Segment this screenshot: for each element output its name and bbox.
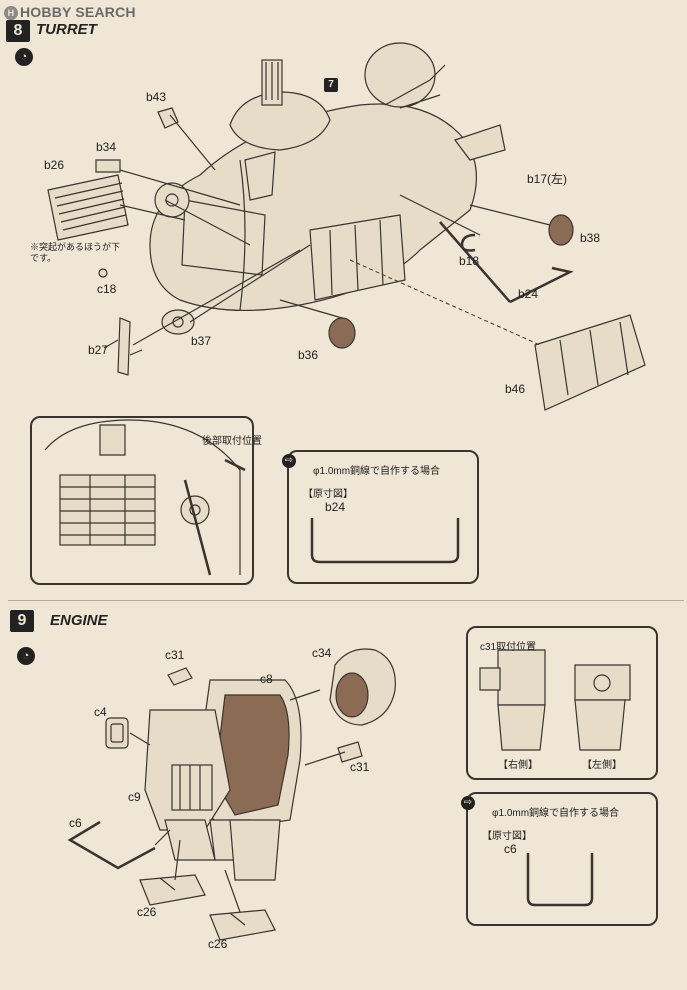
part-label-b36: b36 — [298, 348, 319, 362]
part-label-b18: b18 — [459, 254, 480, 268]
part-label-b26: b26 — [44, 158, 65, 172]
step-marker: 7 — [324, 78, 338, 92]
left-side-label: 【左側】 — [582, 760, 622, 771]
b24-actual-size-label: 【原寸図】 — [303, 489, 353, 500]
c6-actual-size-label: 【原寸図】 — [482, 831, 532, 842]
watermark-logo-icon: H — [4, 6, 18, 21]
wire-hint-icon: ⇨ — [282, 454, 296, 468]
c6-template-part: c6 — [504, 842, 517, 856]
c31-position-caption: c31取付位置 — [480, 642, 537, 653]
part-label-b17: b17(左) — [527, 172, 568, 186]
step-8-title: TURRET — [36, 21, 97, 38]
step-divider — [8, 600, 684, 601]
part-label-c26-b: c26 — [208, 937, 228, 951]
part-label-c6: c6 — [69, 816, 82, 830]
rear-mount-caption: 後部取付位置 — [202, 436, 262, 447]
part-label-c4: c4 — [94, 705, 107, 719]
part-label-c8: c8 — [260, 672, 273, 686]
c31-position-box: c31取付位置 【右側】 【左側】 — [466, 626, 658, 780]
b24-wire-caption: φ1.0mm銅線で自作する場合 — [313, 466, 441, 477]
step-8-hint-icon: ◔ — [15, 48, 33, 66]
part-label-b38: b38 — [580, 231, 601, 245]
c6-wire-template-box: ⇨ φ1.0mm銅線で自作する場合 【原寸図】 c6 — [461, 792, 658, 926]
wire-hint-icon-2: ⇨ — [461, 796, 475, 810]
part-label-b43: b43 — [146, 90, 167, 104]
part-label-c26-a: c26 — [137, 905, 157, 919]
part-label-c18: c18 — [97, 282, 117, 296]
part-label-b24: b24 — [518, 287, 539, 301]
step-8-number: 8 — [6, 20, 30, 42]
part-label-b37: b37 — [191, 334, 212, 348]
rear-mount-detail-box: 後部取付位置 — [30, 416, 262, 585]
part-label-c9: c9 — [128, 790, 141, 804]
right-side-label: 【右側】 — [498, 760, 538, 771]
part-label-b27: b27 — [88, 343, 109, 357]
b24-template-part: b24 — [325, 500, 346, 514]
c6-wire-caption: φ1.0mm銅線で自作する場合 — [492, 808, 620, 819]
b24-wire-template-box: ⇨ φ1.0mm銅線で自作する場合 【原寸図】 b24 — [282, 450, 479, 584]
part-label-c31-top: c31 — [165, 648, 185, 662]
grille-orientation-note: ※突起があるほうが下です。 — [30, 242, 121, 263]
step-9-number: 9 — [10, 610, 34, 632]
step-9-title: ENGINE — [50, 612, 108, 629]
part-label-c31-side: c31 — [350, 760, 370, 774]
part-label-b46: b46 — [505, 382, 526, 396]
part-label-b34: b34 — [96, 140, 117, 154]
step-9-hint-icon: ◔ — [17, 647, 35, 665]
part-label-c34: c34 — [312, 646, 332, 660]
